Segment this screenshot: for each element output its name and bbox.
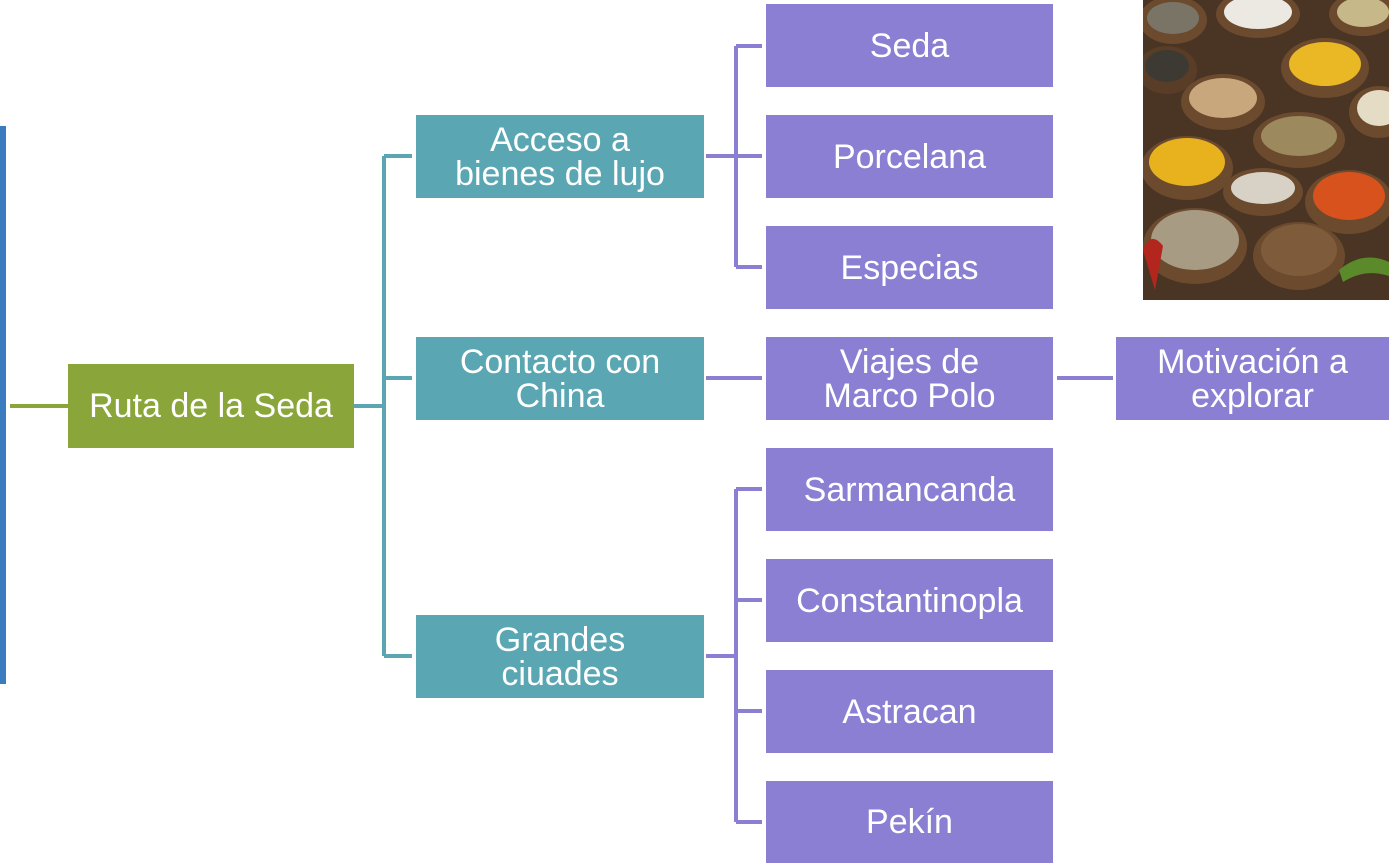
spices-photo — [1143, 0, 1389, 300]
leaf-label: Astracan — [842, 692, 977, 731]
root-branch-connector — [354, 154, 412, 658]
leaf-label: Motivación a explorar — [1157, 342, 1348, 415]
spices-illustration — [1143, 0, 1389, 300]
leaf-label: Porcelana — [832, 137, 987, 176]
leaf-node-seda: Seda — [766, 4, 1053, 87]
branch-node-great-cities: Grandes ciuades — [416, 615, 704, 698]
leaf-node-pekin: Pekín — [766, 781, 1053, 863]
leaf-label: Viajes de Marco Polo — [823, 342, 996, 415]
leaf-node-especias: Especias — [766, 226, 1053, 309]
branch-3-connector — [706, 487, 762, 824]
left-accent-bar — [0, 126, 6, 684]
leaf-label: Pekín — [866, 803, 953, 841]
branch-node-china-contact: Contacto con China — [416, 337, 704, 420]
leaf-label: Constantinopla — [796, 581, 1023, 620]
root-node: Ruta de la Seda — [68, 364, 354, 448]
branch-label: Acceso a bienes de lujo — [455, 120, 665, 193]
root-label: Ruta de la Seda — [89, 387, 333, 425]
branch-label: Grandes ciuades — [494, 620, 626, 693]
leaf-node-constantinopla: Constantinopla — [766, 559, 1053, 642]
leaf-node-porcelana: Porcelana — [766, 115, 1053, 198]
leaf-node-astracan: Astracan — [766, 670, 1053, 753]
leaf-node-sarmancanda: Sarmancanda — [766, 448, 1053, 531]
leaf-label: Sarmancanda — [803, 470, 1016, 509]
leaf-node-motivation: Motivación a explorar — [1116, 337, 1389, 420]
branch-node-luxury-goods: Acceso a bienes de lujo — [416, 115, 704, 198]
branch-1-connector — [706, 44, 762, 269]
leaf-label: Seda — [869, 26, 950, 65]
leaf-label: Especias — [840, 248, 979, 287]
leaf-node-marco-polo: Viajes de Marco Polo — [766, 337, 1053, 420]
branch-label: Contacto con China — [459, 342, 661, 415]
